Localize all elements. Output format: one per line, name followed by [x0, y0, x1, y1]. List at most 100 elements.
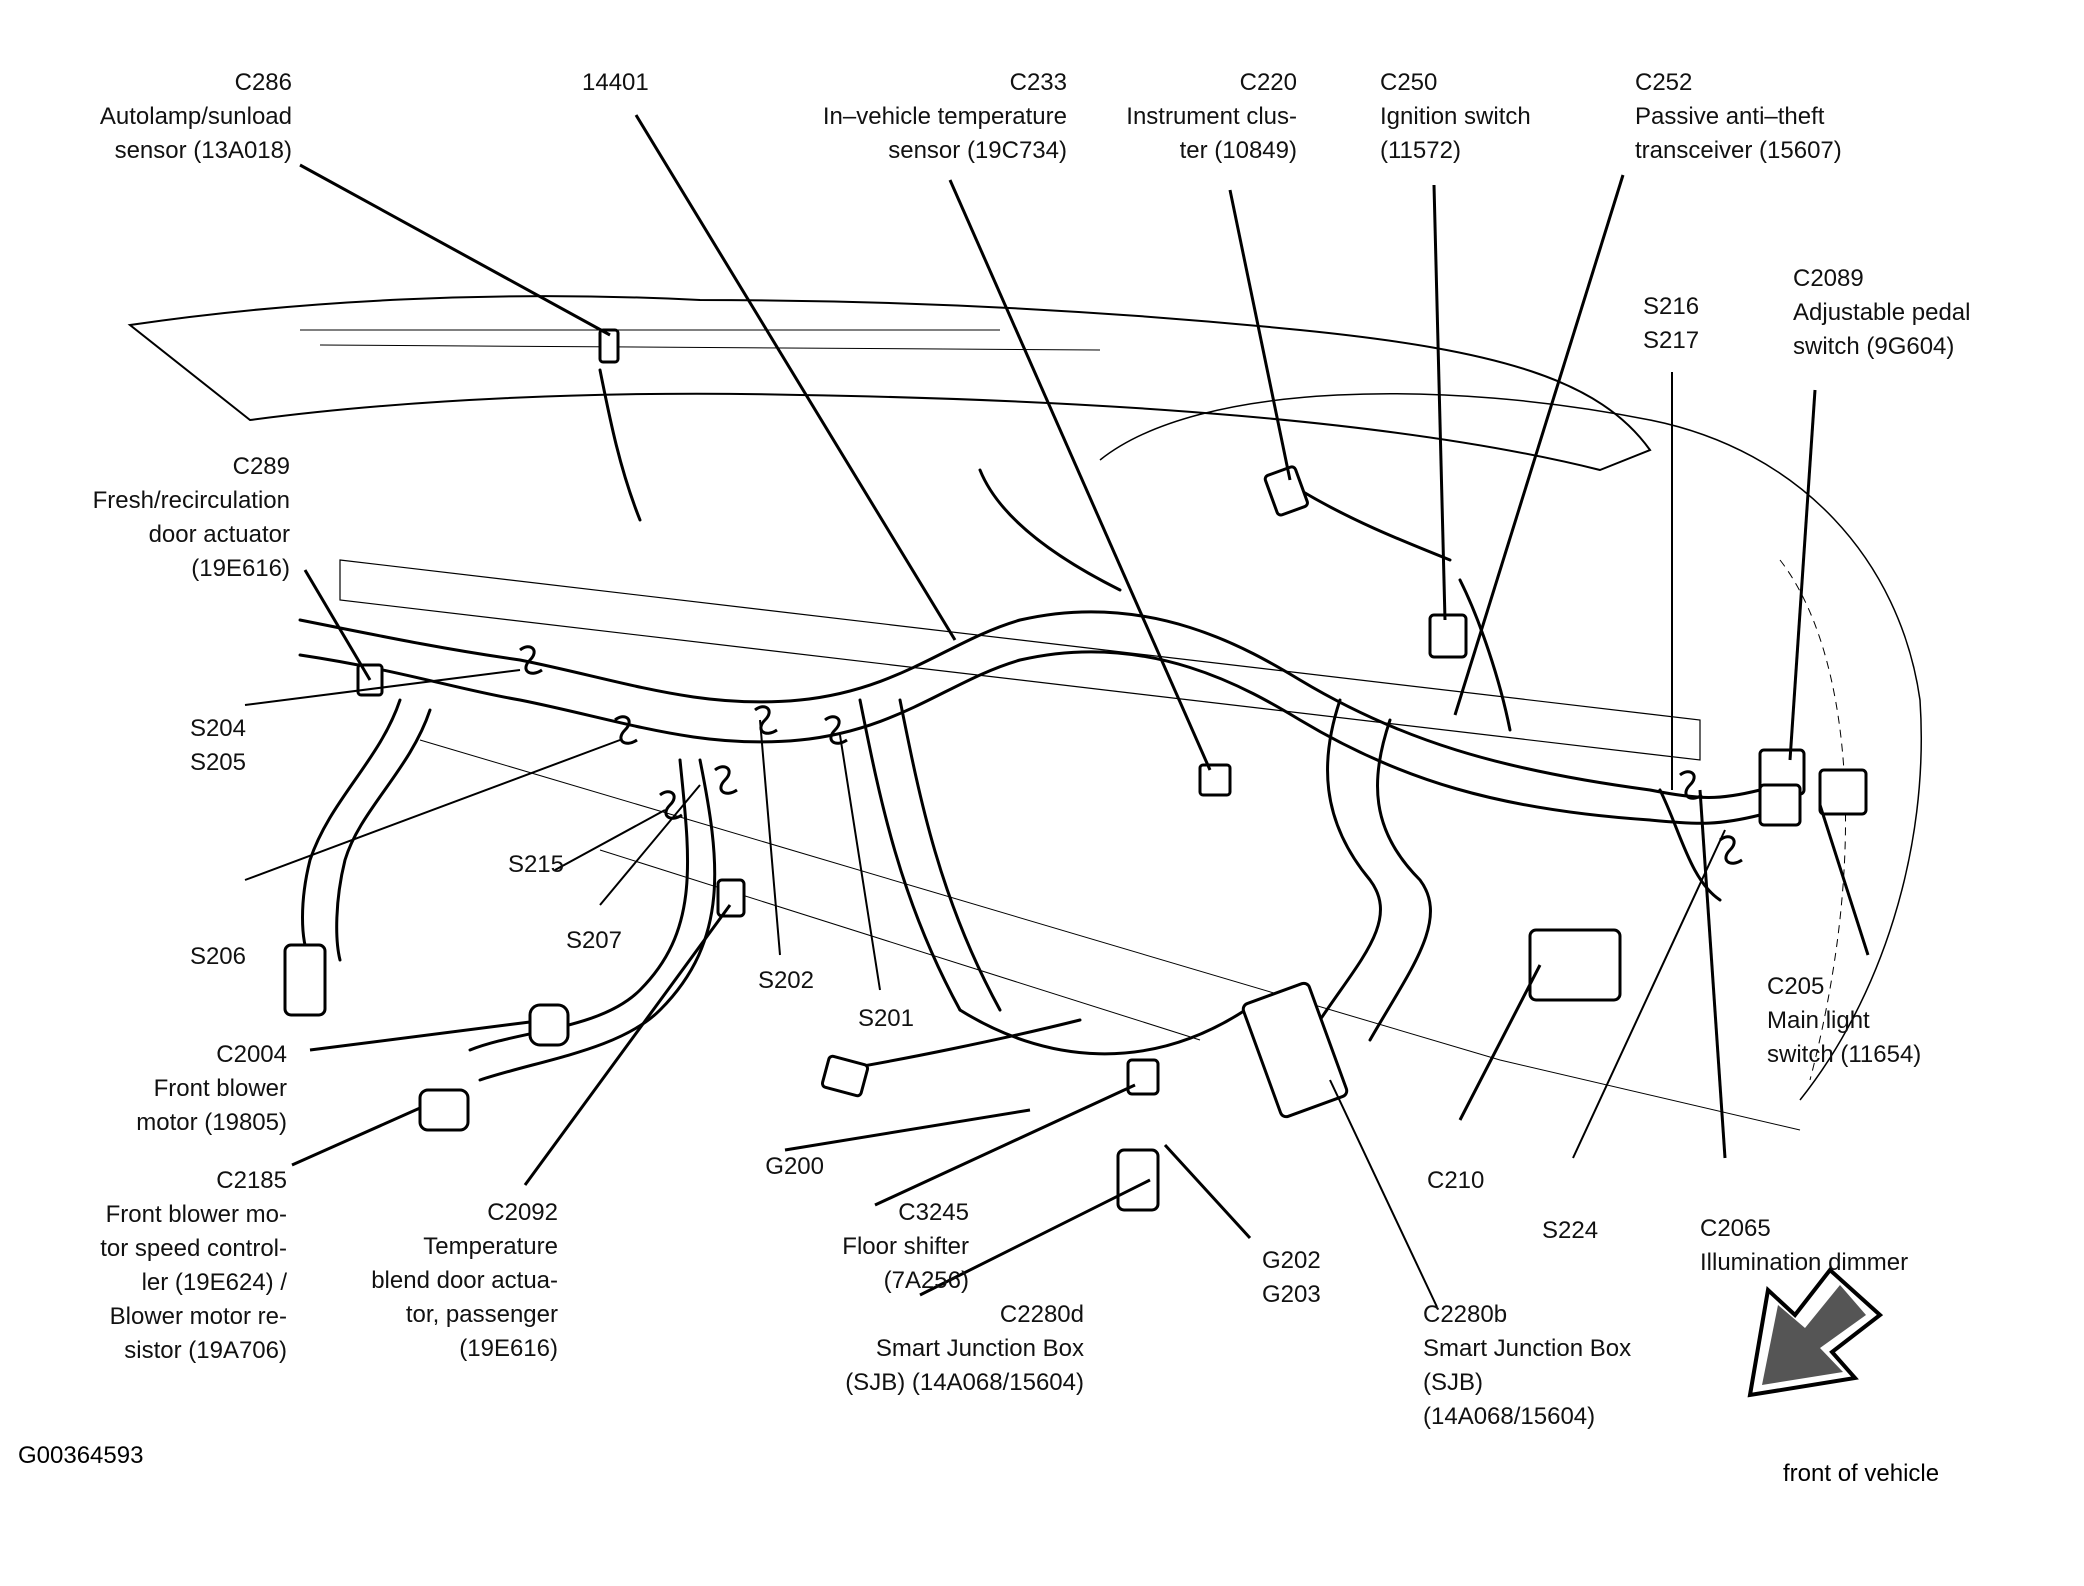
callout-s207: S207	[566, 924, 622, 958]
connector-c3245	[1126, 1058, 1160, 1096]
callout-code: S216	[1643, 293, 1700, 320]
connector-c233	[1198, 763, 1232, 797]
callout-code: C2092	[487, 1199, 558, 1226]
leader-c250	[1432, 184, 1447, 621]
callout-code: C252	[1635, 69, 1693, 96]
leader-14401	[634, 114, 957, 641]
callout-description-line: motor (19805)	[136, 1109, 287, 1136]
callout-code: C3245	[898, 1199, 969, 1226]
callout-g200: G200	[765, 1150, 824, 1184]
leader-c210	[1458, 964, 1542, 1121]
callout-description-line: (SJB)	[1423, 1369, 1483, 1396]
leader-c205	[1818, 804, 1870, 956]
callout-code: S207	[565, 927, 622, 954]
connector-c250	[1428, 613, 1468, 659]
leader-c252	[1453, 174, 1625, 716]
callout-code: C2004	[216, 1041, 287, 1068]
leader-g200	[784, 1108, 1031, 1152]
connector-c2280b	[1241, 981, 1349, 1119]
callout-code: C286	[234, 69, 292, 96]
callout-code: C250	[1380, 69, 1438, 96]
callout-code: S215	[507, 851, 564, 878]
callout-code: G200	[765, 1153, 824, 1180]
leader-s207	[599, 784, 701, 906]
splice-marks	[519, 645, 1743, 865]
callout-description-line: blend door actua-	[371, 1267, 558, 1294]
callout-code: S202	[757, 967, 814, 994]
callout-description-line: sensor (13A018)	[114, 137, 292, 164]
leader-c2065	[1698, 789, 1727, 1159]
callout-s215: S215	[508, 848, 564, 882]
callout-code: C2280d	[999, 1301, 1084, 1328]
callout-code: C205	[1767, 973, 1825, 1000]
callout-description-line: In–vehicle temperature	[822, 103, 1067, 130]
harness-main-trunk	[298, 368, 1762, 1082]
callout-description-line: Floor shifter	[842, 1233, 969, 1260]
leader-c233	[948, 179, 1212, 771]
callout-c210: C210	[1427, 1164, 1484, 1198]
callout-code: C2065	[1700, 1215, 1771, 1242]
callout-code: S201	[857, 1005, 914, 1032]
callout-code: 14401	[582, 69, 649, 96]
leader-c2092	[523, 904, 732, 1186]
callout-s201: S201	[858, 1002, 914, 1036]
callout-14401: 14401	[582, 66, 649, 100]
front-of-vehicle-label: front of vehicle	[1783, 1460, 1940, 1487]
callout-description-line: Smart Junction Box	[875, 1335, 1084, 1362]
leader-s224	[1572, 829, 1726, 1159]
leader-s202	[759, 719, 781, 956]
callout-description-line: Main light	[1767, 1007, 1870, 1034]
callout-description-line: (SJB) (14A068/15604)	[845, 1369, 1084, 1396]
leader-lines	[244, 114, 1870, 1308]
callout-description-line: Adjustable pedal	[1793, 299, 1971, 326]
callout-description-line: (19E616)	[191, 555, 290, 582]
connector-c210	[1528, 928, 1622, 1002]
callout-code: C2089	[1793, 265, 1864, 292]
figure-id: G00364593	[18, 1442, 144, 1469]
callout-description-line: switch (11654)	[1767, 1041, 1922, 1068]
connector-s206	[283, 943, 327, 1017]
leader-c3245	[874, 1083, 1136, 1207]
callout-code: S204	[189, 715, 246, 742]
connector-c2185	[418, 1088, 470, 1132]
leader-c2004	[309, 1020, 531, 1052]
callout-description-line: Smart Junction Box	[1423, 1335, 1632, 1362]
leader-c2185	[291, 1106, 421, 1167]
connectors	[283, 328, 1868, 1212]
leader-c220	[1228, 189, 1292, 481]
leader-c2089	[1788, 389, 1817, 761]
callout-description-line: Blower motor re-	[109, 1303, 287, 1330]
callout-description-line: Ignition switch	[1380, 103, 1531, 130]
leader-c2280b	[1329, 1079, 1438, 1308]
callout-description-line: tor speed control-	[100, 1235, 287, 1262]
callout-description-line: (14A068/15604)	[1423, 1403, 1596, 1430]
connector-front-left	[820, 1054, 870, 1098]
callout-description-line: Instrument clus-	[1126, 103, 1297, 130]
callout-description-line: ler (19E624) /	[141, 1269, 287, 1296]
callout-description-line: Temperature	[423, 1233, 558, 1260]
leader-g202	[1163, 1143, 1252, 1240]
callout-description-line: sensor (19C734)	[888, 137, 1067, 164]
callout-code: C233	[1009, 69, 1067, 96]
leader-s204	[244, 669, 521, 706]
callout-description-line: ter (10849)	[1179, 137, 1297, 164]
callout-code: S206	[189, 943, 246, 970]
callout-description-line: transceiver (15607)	[1635, 137, 1842, 164]
instrument-panel-outline	[127, 295, 1923, 1131]
connector-c2065	[1758, 783, 1802, 827]
callout-code: C220	[1239, 69, 1297, 96]
direction-arrow-icon	[1747, 1267, 1884, 1398]
